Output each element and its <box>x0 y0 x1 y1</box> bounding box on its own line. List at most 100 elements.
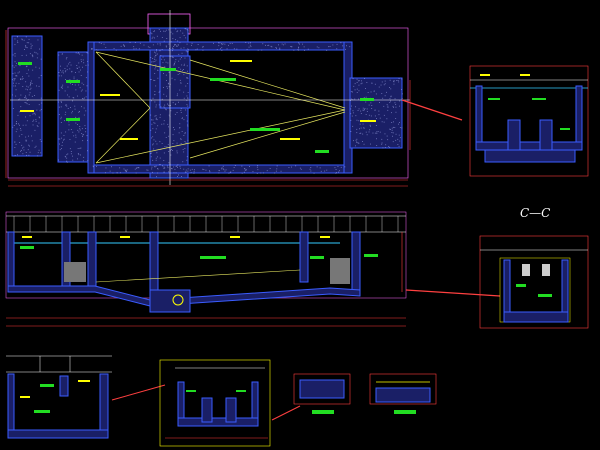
wall-speckle-dot <box>257 165 259 167</box>
wall-speckle-dot <box>75 134 77 136</box>
wall-speckle-dot <box>360 132 362 134</box>
wall-speckle-dot <box>269 168 271 169</box>
wall-speckle-dot <box>25 36 27 38</box>
wall-speckle-dot <box>25 96 27 98</box>
wall-speckle-dot <box>179 165 181 167</box>
wall-speckle-dot <box>202 46 203 48</box>
wall-speckle-dot <box>116 172 118 174</box>
wall-speckle-dot <box>161 143 163 144</box>
wall-speckle-dot <box>77 95 78 97</box>
wall-speckle-dot <box>187 105 189 107</box>
wall-speckle-dot <box>320 170 322 172</box>
wall-speckle-dot <box>332 44 334 46</box>
wall-speckle-dot <box>397 80 399 81</box>
wall-speckle-dot <box>170 110 172 112</box>
wall-speckle-dot <box>35 119 37 121</box>
wall-speckle-dot <box>81 82 83 84</box>
wall-speckle-dot <box>257 169 259 171</box>
wall-speckle-dot <box>316 166 318 168</box>
wall-speckle-dot <box>28 42 30 44</box>
wall-speckle-dot <box>14 53 16 55</box>
wall-speckle-dot <box>266 170 268 172</box>
wall-speckle-dot <box>151 33 153 35</box>
wall-speckle-dot <box>218 170 220 172</box>
wall-speckle-dot <box>25 46 27 48</box>
wall-speckle-dot <box>154 115 156 117</box>
wall-speckle-dot <box>25 66 27 68</box>
wall-speckle-dot <box>154 58 155 60</box>
wall-speckle-dot <box>359 128 360 130</box>
wall-speckle-dot <box>78 62 80 64</box>
wall-speckle-dot <box>155 131 156 133</box>
wall-speckle-dot <box>40 140 42 142</box>
wall-speckle-dot <box>155 115 157 117</box>
wall-speckle-dot <box>177 40 179 42</box>
wall-speckle-dot <box>390 96 392 98</box>
wall-speckle-dot <box>74 108 76 110</box>
wall-speckle-dot <box>18 71 20 73</box>
wall-speckle-dot <box>376 131 378 133</box>
wall-speckle-dot <box>394 98 396 100</box>
wall-speckle-dot <box>32 55 34 56</box>
wall-speckle-dot <box>221 47 223 49</box>
wall-speckle-dot <box>103 43 105 45</box>
wall-speckle-dot <box>188 49 189 51</box>
wall-speckle-dot <box>197 44 199 45</box>
wall-speckle-dot <box>163 87 164 88</box>
wall-speckle-dot <box>177 176 178 177</box>
wall-speckle-dot <box>382 147 384 149</box>
wall-speckle-dot <box>179 58 181 60</box>
wall-speckle-dot <box>191 44 192 46</box>
wall-speckle-dot <box>231 43 233 44</box>
wall-speckle-dot <box>18 123 19 125</box>
wall-speckle-dot <box>267 45 269 46</box>
wall-speckle-dot <box>193 171 195 173</box>
wall-speckle-dot <box>79 147 81 149</box>
wall-speckle-dot <box>175 28 177 30</box>
wall-speckle-dot <box>350 100 351 101</box>
wall-speckle-dot <box>26 99 28 101</box>
wall-speckle-dot <box>378 114 380 116</box>
wall-speckle-dot <box>155 157 157 159</box>
wall-speckle-dot <box>202 49 204 51</box>
wall-speckle-dot <box>159 114 161 116</box>
section-c-c-title: C—C <box>520 206 550 220</box>
detail-left <box>6 355 166 439</box>
wall-speckle-dot <box>158 164 160 166</box>
wall-speckle-dot <box>72 100 73 102</box>
wall-speckle-dot <box>219 42 221 44</box>
wall-speckle-dot <box>356 92 358 93</box>
wall-speckle-dot <box>163 106 165 108</box>
wall-speckle-dot <box>24 97 25 99</box>
wall-speckle-dot <box>76 79 78 81</box>
wall-speckle-dot <box>398 134 400 136</box>
wall-speckle-dot <box>79 128 81 130</box>
wall-speckle-dot <box>383 114 385 116</box>
wall-speckle-dot <box>256 166 258 168</box>
wall-speckle-dot <box>119 167 121 169</box>
wall-speckle-dot <box>174 168 176 170</box>
wall-speckle-dot <box>14 141 16 143</box>
wall-speckle-dot <box>172 38 174 40</box>
wall-speckle-dot <box>187 32 189 34</box>
wall-speckle-dot <box>176 150 178 152</box>
wall-speckle-dot <box>228 44 229 46</box>
wall-speckle-dot <box>248 42 250 44</box>
wall-speckle-dot <box>156 176 157 178</box>
wall-speckle-dot <box>165 109 167 111</box>
wall-speckle-dot <box>299 43 300 45</box>
wall-speckle-dot <box>208 165 210 167</box>
wall-speckle-dot <box>73 97 75 99</box>
wall-speckle-dot <box>401 127 403 129</box>
wall-speckle-dot <box>80 90 82 92</box>
wall-speckle-dot <box>155 140 157 142</box>
wall-speckle-dot <box>155 59 157 61</box>
wall-speckle-dot <box>166 95 167 97</box>
wall-speckle-dot <box>156 53 158 55</box>
wall-speckle-dot <box>163 171 165 173</box>
wall-speckle-dot <box>68 129 70 131</box>
wall-speckle-dot <box>365 101 367 103</box>
wall-speckle-dot <box>165 29 167 31</box>
wall-speckle-dot <box>123 44 125 46</box>
wall-speckle-dot <box>379 102 380 103</box>
